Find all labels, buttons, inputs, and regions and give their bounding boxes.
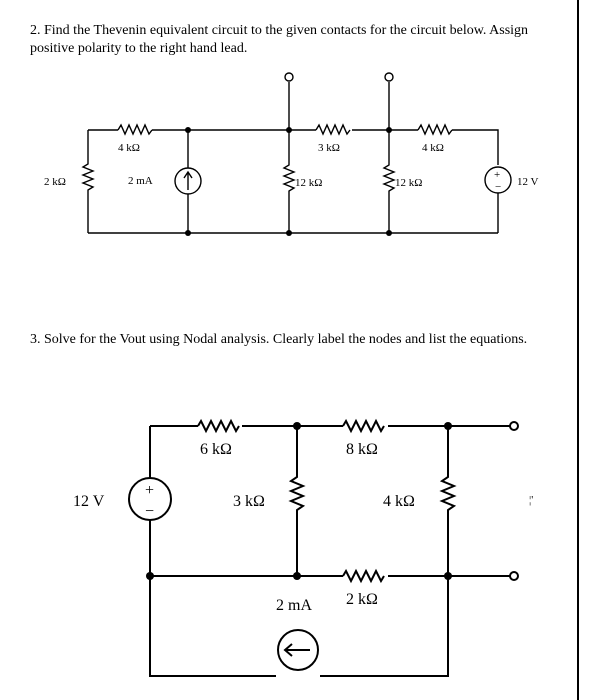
label-2k: 2 kΩ <box>346 591 378 608</box>
label-2ma: 2 mA <box>276 597 312 614</box>
label-plus: + <box>494 169 500 181</box>
label-2ma: 2 mA <box>128 175 153 187</box>
label-minus: − <box>145 503 154 520</box>
label-12v: 12 V <box>517 176 539 188</box>
label-12k-right: 12 kΩ <box>395 177 422 189</box>
label-2k: 2 kΩ <box>44 176 66 188</box>
question-2-line-1: 2. Find the Thevenin equivalent circuit … <box>30 23 529 38</box>
thevenin-circuit-diagram: 2 kΩ 4 kΩ 2 mA 3 kΩ 12 kΩ 4 kΩ 12 kΩ + −… <box>44 72 539 236</box>
question-3-text: 3. Solve for the Vout using Nodal analys… <box>30 332 528 347</box>
label-minus: − <box>495 181 501 193</box>
label-6k: 6 kΩ <box>200 441 232 458</box>
label-3k: 3 kΩ <box>318 142 340 154</box>
label-4k: 4 kΩ <box>383 493 415 510</box>
vout-marker: ¦' <box>529 494 533 506</box>
question-2-line-2: positive polarity to the right hand lead… <box>30 41 248 56</box>
right-border <box>577 0 579 700</box>
label-4k-left: 4 kΩ <box>118 142 140 154</box>
label-4k-right: 4 kΩ <box>422 142 444 154</box>
label-3k: 3 kΩ <box>233 493 265 510</box>
question-2-text: 2. Find the Thevenin equivalent circuit … <box>30 22 570 58</box>
label-plus: + <box>145 482 154 499</box>
label-12k-mid: 12 kΩ <box>295 177 322 189</box>
label-12v: 12 V <box>73 493 105 510</box>
label-8k: 8 kΩ <box>346 441 378 458</box>
